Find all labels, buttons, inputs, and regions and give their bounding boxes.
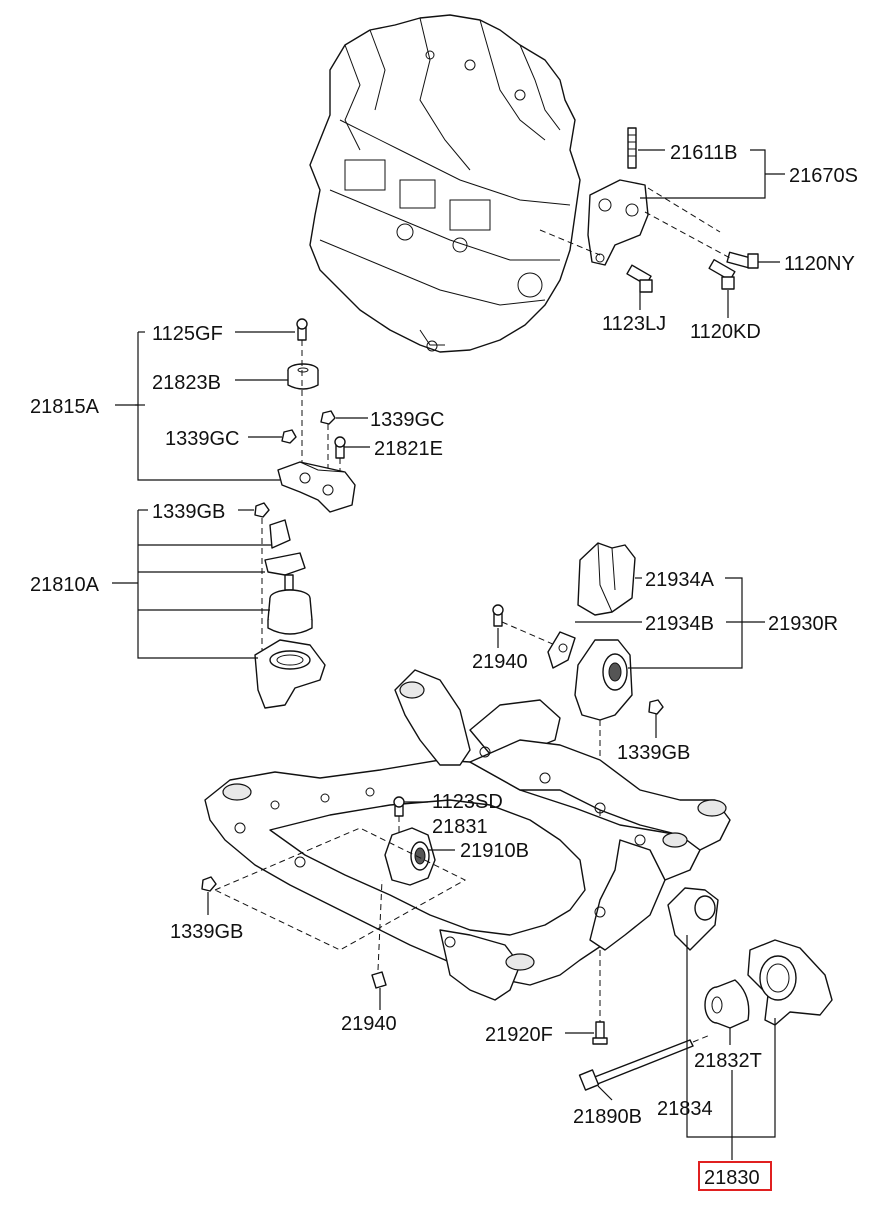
- label-1120NY: 1120NY: [784, 253, 855, 275]
- label-1339GB-c: 1339GB: [170, 921, 243, 943]
- engine-block: [309, 14, 581, 353]
- label-21930R: 21930R: [768, 613, 838, 635]
- label-1339GB-b: 1339GB: [617, 742, 690, 764]
- label-1120KD: 1120KD: [690, 321, 761, 343]
- right-mount-assembly: [492, 542, 664, 1025]
- label-21611B: 21611B: [670, 142, 737, 164]
- label-21910B: 21910B: [460, 840, 529, 862]
- subframe: [204, 669, 731, 1001]
- part-labels: 21611B 21670S 1120NY 1123LJ 1120KD 1125G…: [30, 142, 858, 1189]
- center-mount-21910B: [201, 796, 467, 989]
- label-21934B: 21934B: [645, 613, 714, 635]
- label-21834: 21834: [657, 1098, 713, 1120]
- label-21823B: 21823B: [152, 372, 221, 394]
- label-21815A: 21815A: [30, 396, 100, 418]
- left-mount-assembly: [254, 318, 356, 709]
- label-21831: 21831: [432, 816, 488, 838]
- label-1125GF: 1125GF: [152, 323, 223, 345]
- label-21670S: 21670S: [789, 165, 858, 187]
- label-21940-b: 21940: [341, 1013, 397, 1035]
- label-1123LJ: 1123LJ: [602, 313, 666, 335]
- label-1123SD: 1123SD: [432, 791, 503, 813]
- label-1339GB-a: 1339GB: [152, 501, 225, 523]
- bolt-1120KD: [708, 258, 736, 290]
- bolt-21920F: [592, 1021, 608, 1045]
- upper-bracket-21670S: [539, 127, 759, 293]
- rear-mount-21830: [578, 887, 833, 1091]
- label-21821E: 21821E: [374, 438, 443, 460]
- label-21830: 21830: [704, 1167, 760, 1189]
- bolt-1120NY: [726, 251, 759, 269]
- label-1339GC-a: 1339GC: [370, 409, 445, 431]
- label-21940-a: 21940: [472, 651, 528, 673]
- label-21934A: 21934A: [645, 569, 715, 591]
- label-1339GC-b: 1339GC: [165, 428, 240, 450]
- label-21920F: 21920F: [485, 1024, 553, 1046]
- label-21890B: 21890B: [573, 1106, 642, 1128]
- label-21832T: 21832T: [694, 1050, 762, 1072]
- label-21810A: 21810A: [30, 574, 100, 596]
- highlighted-part-box: [698, 1161, 772, 1191]
- leader-lines: [112, 149, 785, 1191]
- bolt-1123LJ: [626, 264, 653, 293]
